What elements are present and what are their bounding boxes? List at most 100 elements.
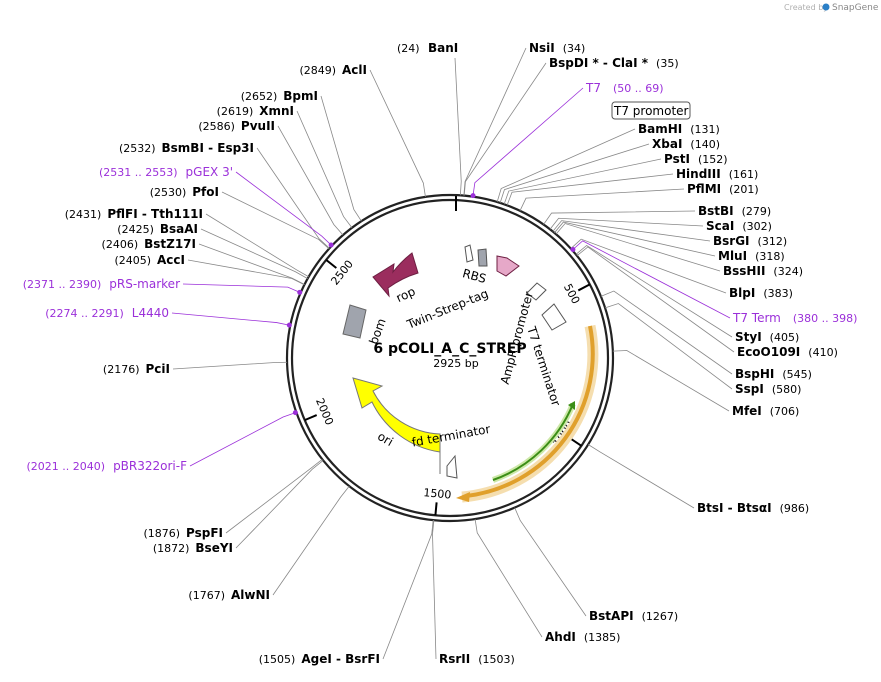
site-position: (1267) <box>642 610 679 623</box>
site-name[interactable]: BamHI <box>638 122 682 136</box>
site-name[interactable]: HindIII <box>676 167 721 181</box>
site-position: (324) <box>773 265 803 278</box>
credit-text: Created by <box>784 3 828 12</box>
primer-name[interactable]: T7 <box>585 81 601 95</box>
rop-feature[interactable] <box>372 252 419 298</box>
site-position: (1505) <box>259 653 296 666</box>
site-position: (706) <box>770 405 800 418</box>
leader-line <box>575 245 733 338</box>
site-position: (35) <box>656 57 679 70</box>
primer-range: (50 .. 69) <box>613 82 664 95</box>
site-name[interactable]: BspDI * - ClaI * <box>549 56 649 70</box>
site-name[interactable]: BsaAI <box>160 222 198 236</box>
leader-line <box>369 69 426 197</box>
leader-line <box>172 361 288 370</box>
site-name[interactable]: EcoO109I <box>737 345 800 359</box>
site-name[interactable]: AccI <box>157 253 185 267</box>
site-name[interactable]: MluI <box>718 249 747 263</box>
leader-line <box>506 173 674 206</box>
site-name[interactable]: BsrGI <box>713 234 750 248</box>
green-feature-arrow[interactable] <box>492 403 574 481</box>
rbs-label: RBS <box>461 266 488 286</box>
site-name[interactable]: XbaI <box>652 137 682 151</box>
site-name[interactable]: MfeI <box>732 404 762 418</box>
site-position: (318) <box>755 250 785 263</box>
bom-feature[interactable] <box>342 304 367 339</box>
primer-name[interactable]: pRS-marker <box>109 277 180 291</box>
site-name[interactable]: PfoI <box>192 185 219 199</box>
site-name[interactable]: AlwNI <box>231 588 270 602</box>
site-position: (34) <box>563 42 586 55</box>
t7-terminator-feature[interactable] <box>526 282 547 301</box>
site-name[interactable]: RsrII <box>439 652 470 666</box>
site-name[interactable]: BspHI <box>735 367 774 381</box>
site-name[interactable]: BpmI <box>283 89 318 103</box>
site-position: (302) <box>742 220 772 233</box>
site-name[interactable]: AclI <box>342 63 367 77</box>
site-name[interactable]: PciI <box>146 362 171 376</box>
site-name[interactable]: BssHII <box>723 264 765 278</box>
leader-line <box>604 303 733 390</box>
site-position: (140) <box>690 138 720 151</box>
ampr-arrowhead-icon <box>456 492 470 502</box>
site-position: (2406) <box>102 238 139 251</box>
site-name[interactable]: PspFI <box>186 526 223 540</box>
site-name[interactable]: BstAPI <box>589 609 634 623</box>
leader-line <box>612 350 730 412</box>
site-name[interactable]: PflFI - Tth111I <box>107 207 203 221</box>
tick-mark <box>304 414 318 422</box>
ampr-gene-arrow[interactable] <box>465 325 595 498</box>
primer-name[interactable]: L4440 <box>132 306 169 320</box>
site-name[interactable]: PstI <box>664 152 690 166</box>
site-name[interactable]: BlpI <box>729 286 755 300</box>
site-name[interactable]: BstBI <box>698 204 734 218</box>
site-name[interactable]: AgeI - BsrFI <box>301 652 380 666</box>
primer-name[interactable]: pBR322ori-F <box>113 459 187 473</box>
site-name[interactable]: BstZ17I <box>144 237 196 251</box>
site-position: (279) <box>742 205 772 218</box>
site-name[interactable]: BanI <box>428 41 458 55</box>
primer-range: (2371 .. 2390) <box>23 278 102 291</box>
gray-tag-feature[interactable] <box>477 248 488 267</box>
brand-text: SnapGene <box>832 3 879 13</box>
primer-name[interactable]: pGEX 3' <box>186 165 233 179</box>
primer-marker-icon <box>328 242 334 248</box>
leader-line <box>235 171 333 246</box>
leader-lines <box>171 47 735 660</box>
leader-line <box>432 520 437 660</box>
primer-name[interactable]: T7 Term <box>732 311 781 325</box>
twin-strep-tag-feature[interactable] <box>496 255 520 277</box>
site-name[interactable]: SspI <box>735 382 764 396</box>
leader-line <box>555 223 721 272</box>
leader-line <box>171 312 291 326</box>
plasmid-length: 2925 bp <box>433 357 478 370</box>
site-position: (152) <box>698 153 728 166</box>
site-name[interactable]: PvuII <box>241 119 275 133</box>
site-name[interactable]: ScaI <box>706 219 734 233</box>
site-name[interactable]: BtsI - BtsαI <box>697 501 772 515</box>
site-position: (1876) <box>143 527 180 540</box>
site-name[interactable]: PflMI <box>687 182 721 196</box>
leader-line <box>514 507 587 617</box>
site-name[interactable]: BseYI <box>195 541 233 555</box>
site-name[interactable]: AhdI <box>545 630 576 644</box>
fd-terminator-feature[interactable] <box>446 454 458 479</box>
leader-line <box>189 411 297 467</box>
ori-feature[interactable] <box>352 377 441 474</box>
site-position: (2530) <box>150 186 187 199</box>
leader-line <box>519 188 685 211</box>
site-name[interactable]: NsiI <box>529 41 555 55</box>
leader-line <box>463 62 547 196</box>
ampr-promoter-feature[interactable] <box>541 303 567 331</box>
tick-mark <box>577 283 591 292</box>
site-name[interactable]: BsmBI - Esp3I <box>162 141 254 155</box>
leader-line <box>503 158 662 205</box>
leader-line <box>543 210 696 225</box>
rbs-feature[interactable] <box>464 244 474 263</box>
leader-line <box>256 147 330 249</box>
leader-line <box>570 238 727 294</box>
site-name[interactable]: StyI <box>735 330 762 344</box>
site-name[interactable]: XmnI <box>259 104 294 118</box>
site-position: (201) <box>729 183 759 196</box>
